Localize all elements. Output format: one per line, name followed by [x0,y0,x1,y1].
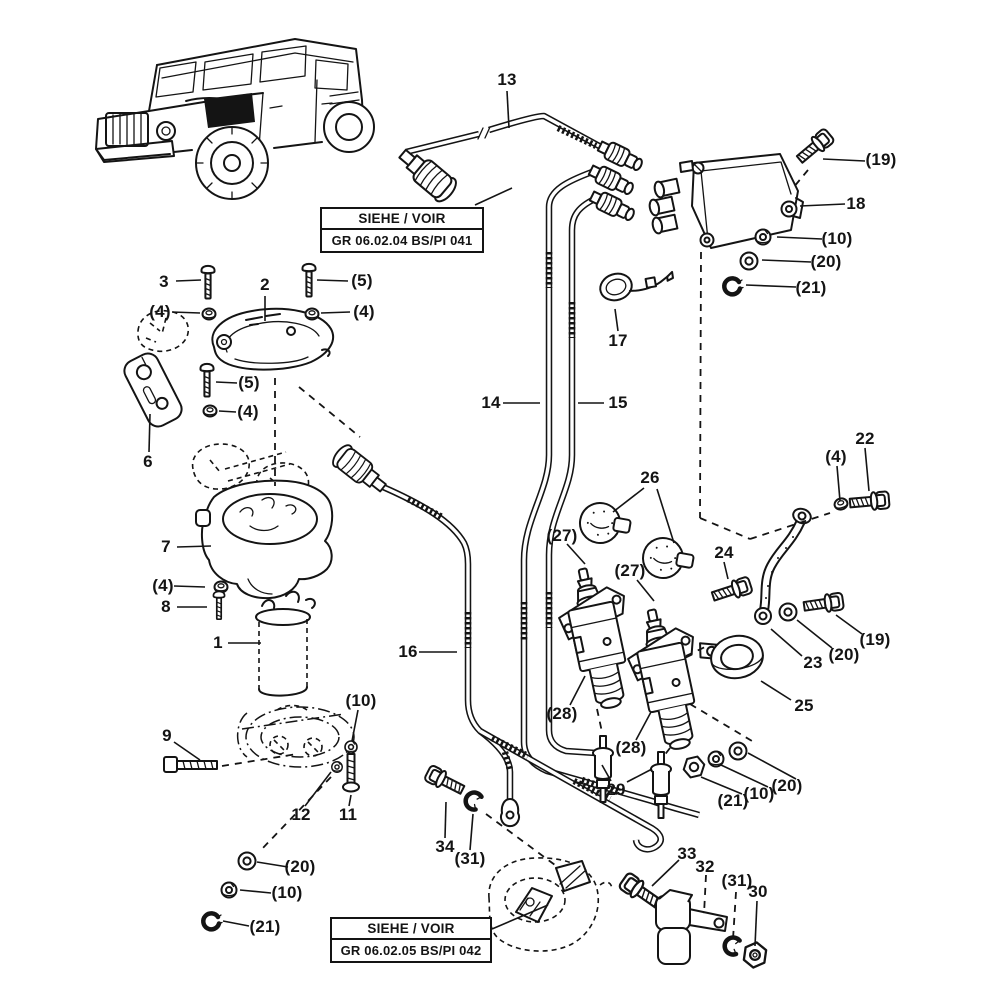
ignition-wire-13 [405,112,603,156]
screw-part-3 [200,264,216,300]
ground-strap-23 [754,507,812,625]
distributor-cap [211,307,335,371]
mounting-flange-ghost [236,704,355,768]
wire-connector-boot-16 [328,441,392,499]
vehicle-sketch [95,38,375,200]
washer-part-10-top-right [754,228,772,246]
reference-box-bottom-line2: GR 06.02.05 BS/PI 042 [332,938,490,961]
assembly-reference-lines [221,169,831,940]
screw-part-22 [848,489,891,513]
nut-part-4-right [304,307,320,321]
nut-part-21-right [681,752,707,782]
screw-part-19-bottom [802,591,846,617]
control-unit-18 [648,153,804,249]
bolt-11 [342,740,360,793]
washer-part-10-right [707,750,725,768]
clamp-25 [699,634,764,680]
clip-part-21-bottom-left [203,913,222,929]
ignition-wire-15 [545,194,601,757]
distributor-body-1 [255,590,316,697]
reference-box-bottom: SIEHE / VOIR GR 06.02.05 BS/PI 042 [330,917,492,963]
nut-30 [741,939,769,971]
leader-lines [148,90,870,947]
screw-part-24 [709,574,754,606]
ghost-fragments-top-left [137,309,190,353]
clip-part-21-top-right [724,278,743,294]
bracket-32 [655,889,728,965]
washer-part-20-strap [778,602,798,622]
rubber-cap-26-left [575,498,635,549]
screw-part-5-mid [199,362,215,398]
bolt-9 [163,756,218,773]
washer-part-20-top-right [739,251,759,271]
distributor-housing [195,479,334,600]
reference-box-top-line1: SIEHE / VOIR [358,211,446,226]
screw-part-8 [212,590,226,621]
screw-part-5-top [301,262,317,298]
nut-part-4-left [201,307,217,321]
ignition-coil-left [549,560,648,716]
ignition-cable-16 [381,484,664,853]
screw-part-34 [422,763,468,799]
cable-tie-17 [599,270,674,302]
bracket-6 [123,352,183,428]
reference-box-top-line2: GR 06.02.04 BS/PI 041 [322,228,482,251]
washer-part-20-bottom-left [237,851,257,871]
vehicle-highlight-patch [204,93,255,128]
reference-box-top: SIEHE / VOIR GR 06.02.04 BS/PI 041 [320,207,484,253]
ring-terminal [500,798,520,828]
nut-part-4-strap [832,496,850,512]
clip-part-31-bottom [723,936,740,956]
reference-box-bottom-line1: SIEHE / VOIR [367,921,455,936]
ghost-assembly-bottom [488,857,613,952]
washer-part-10-bottom-left [220,881,238,899]
clip-part-31-mid [463,790,482,811]
screw-part-19-top [792,126,837,168]
washer-part-12 [331,761,343,773]
rubber-cap-26-right [638,533,698,584]
wire-connector-boot-13 [392,141,461,206]
ignition-coil-right [618,601,717,757]
nut-part-4-mid [202,404,218,418]
washer-part-20-right [728,741,748,761]
